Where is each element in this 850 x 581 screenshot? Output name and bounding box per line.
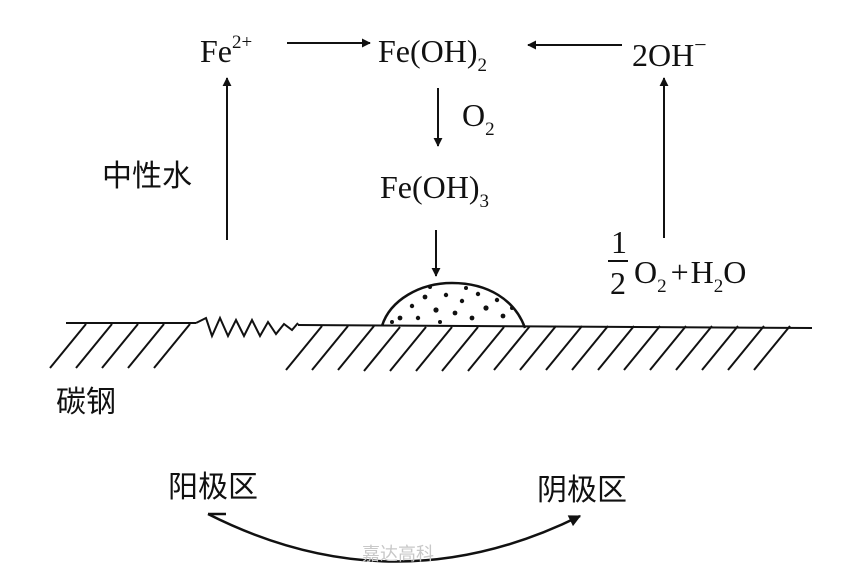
hatch-line: [467, 326, 505, 372]
hatch-line: [545, 325, 583, 371]
carbon-steel-label: 碳钢: [56, 385, 116, 420]
hatch-line: [519, 325, 557, 371]
hatch-line: [101, 323, 139, 369]
hatch-line: [675, 325, 713, 371]
hatch-line: [363, 326, 401, 372]
hydroxide-label: 2OH−: [632, 32, 707, 73]
hatch-line: [127, 323, 165, 369]
fraction-numerator: 1: [611, 224, 627, 260]
hatch-line: [701, 325, 739, 371]
hatch-line: [311, 325, 349, 371]
neutral-water-label: 中性水: [102, 159, 192, 194]
hatch-line: [571, 325, 609, 371]
cathode-reactants: 1 2 O2+H2O: [608, 224, 746, 301]
hatch-line: [441, 326, 479, 372]
hatch-line: [753, 325, 791, 371]
watermark-text: 嘉达高科: [362, 544, 434, 565]
hatch-line: [49, 323, 87, 369]
oxygen-label: O2: [462, 97, 495, 140]
steel-hatching: [49, 323, 791, 372]
hatch-line: [597, 325, 635, 371]
hatch-line: [623, 325, 661, 371]
hatch-line: [389, 326, 427, 372]
cathode-formula: O2+H2O: [634, 254, 746, 297]
fe2-ion-label: Fe2+: [200, 32, 252, 69]
electron-flow-arrow: [207, 512, 582, 563]
hatch-line: [75, 323, 113, 369]
fe-oh-2-label: Fe(OH)2: [378, 33, 487, 76]
hatch-line: [285, 325, 323, 371]
hatch-line: [649, 325, 687, 371]
hatch-line: [415, 326, 453, 372]
pit-zigzag: [195, 315, 299, 339]
fraction-denominator: 2: [610, 265, 626, 301]
hatch-line: [727, 325, 765, 371]
hatch-line: [153, 323, 191, 369]
hatch-line: [493, 325, 531, 371]
hatch-line: [337, 325, 375, 371]
cathode-zone-label: 阴极区: [537, 473, 627, 508]
anode-zone-label: 阳极区: [168, 470, 258, 505]
fe-oh-3-label: Fe(OH)3: [380, 169, 489, 212]
rust-particles: [390, 285, 514, 324]
rust-deposit: [380, 281, 527, 329]
